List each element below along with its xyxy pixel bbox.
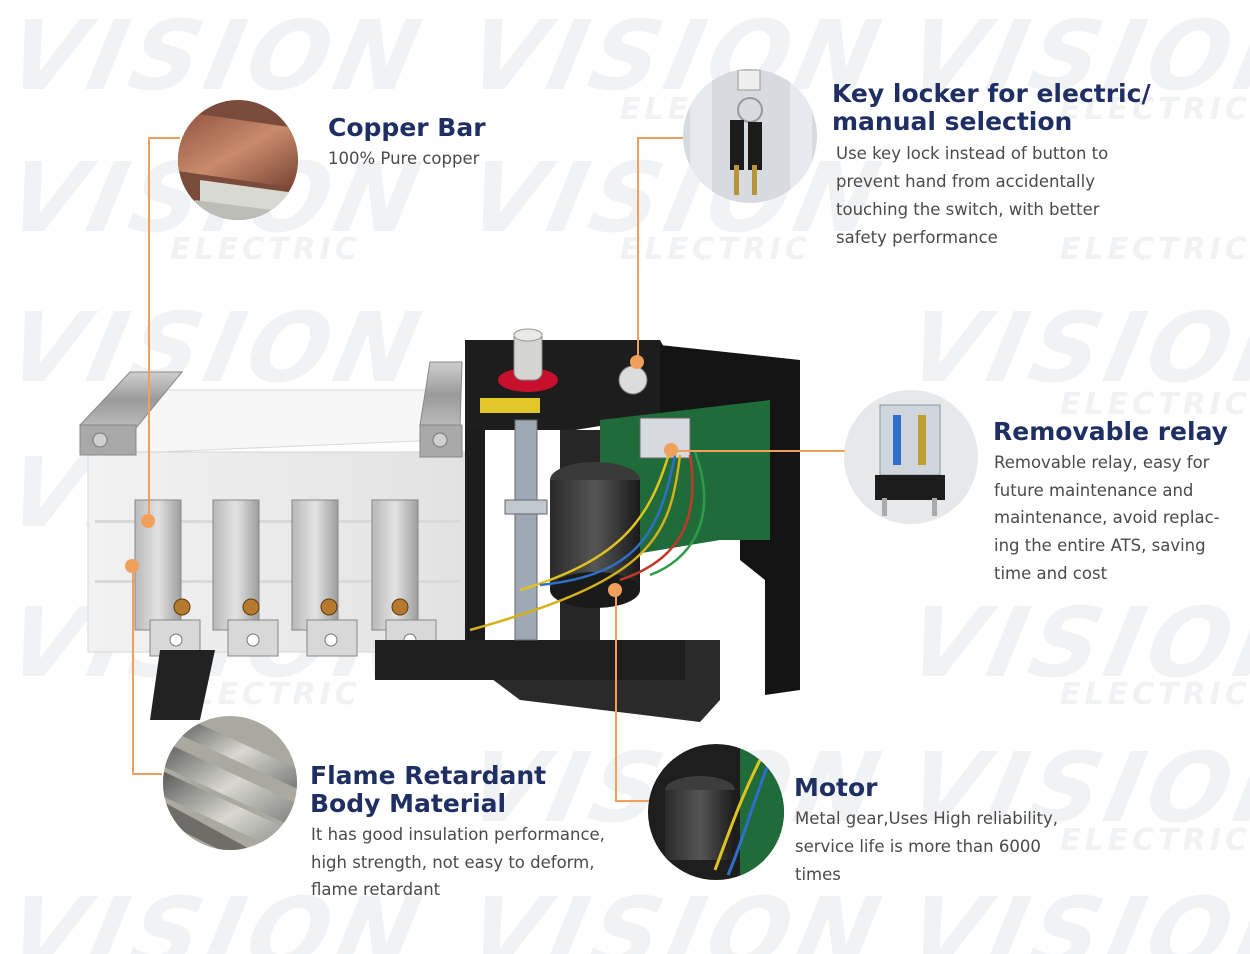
motor-desc-2: service life is more than 6000	[795, 837, 1041, 856]
watermark-sub: ELECTRIC	[1060, 92, 1250, 127]
key-locker-thumbnail	[683, 69, 817, 203]
flame-desc-3: flame retardant	[311, 880, 441, 899]
copper-bar-title: Copper Bar	[328, 113, 486, 142]
flame-desc-2: high strength, not easy to deform,	[311, 853, 595, 872]
watermark-sub: ELECTRIC	[170, 232, 361, 267]
key-locker-desc-3: touching the switch, with better	[836, 200, 1100, 219]
relay-desc-4: ing the entire ATS, saving	[994, 536, 1206, 555]
watermark-sub: ELECTRIC	[1060, 387, 1250, 422]
relay-desc-5: time and cost	[994, 564, 1108, 583]
copper-bar-thumbnail	[178, 100, 298, 220]
key-locker-desc-4: safety performance	[836, 228, 998, 247]
relay-title: Removable relay	[993, 417, 1228, 446]
watermark-sub: ELECTRIC	[620, 232, 811, 267]
relay-desc-1: Removable relay, easy for	[994, 453, 1210, 472]
copper-bar-desc: 100% Pure copper	[328, 149, 480, 168]
watermark-sub: ELECTRIC	[1060, 677, 1250, 712]
key-locker-title-1: Key locker for electric/	[832, 79, 1151, 108]
relay-desc-2: future maintenance and	[994, 481, 1194, 500]
flame-retardant-thumbnail	[163, 716, 297, 850]
flame-desc-1: It has good insulation performance,	[311, 825, 605, 844]
motor-thumbnail	[648, 744, 784, 880]
relay-desc-3: maintenance, avoid replac-	[994, 508, 1220, 527]
key-locker-title-2: manual selection	[832, 107, 1073, 136]
watermark-sub: ELECTRIC	[1060, 232, 1250, 267]
motor-desc-3: times	[795, 865, 841, 884]
relay-thumbnail	[844, 390, 978, 524]
flame-title-2: Body Material	[310, 789, 507, 818]
motor-desc-1: Metal gear,Uses High reliability,	[795, 809, 1058, 828]
key-locker-desc-2: prevent hand from accidentally	[836, 172, 1095, 191]
key-locker-desc-1: Use key lock instead of button to	[836, 144, 1109, 163]
motor-title: Motor	[794, 773, 878, 802]
flame-title-1: Flame Retardant	[310, 761, 547, 790]
watermark-sub: ELECTRIC	[1060, 823, 1250, 858]
